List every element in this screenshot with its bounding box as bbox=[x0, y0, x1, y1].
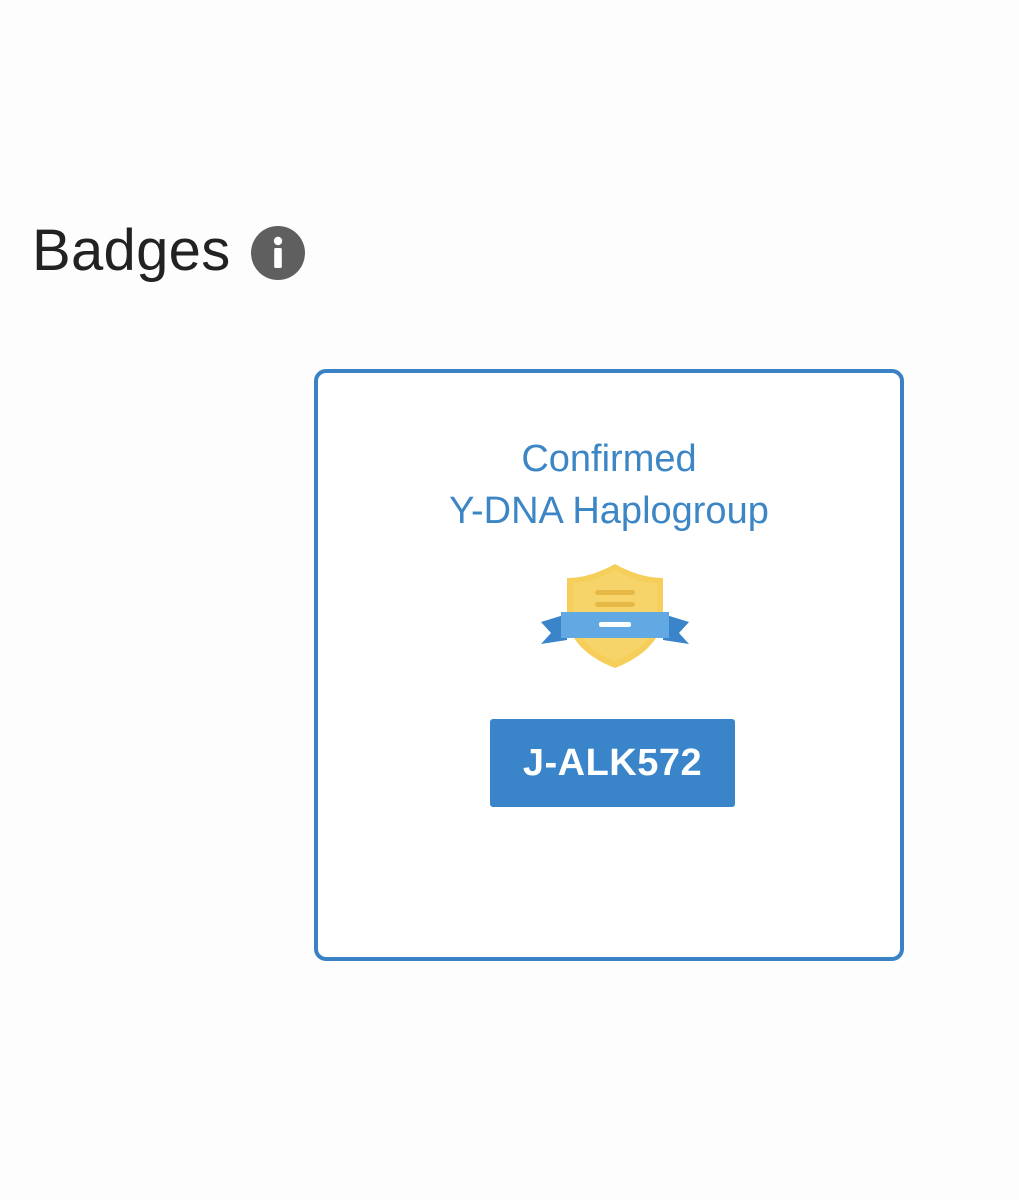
badge-title-line-2: Y-DNA Haplogroup bbox=[449, 490, 769, 532]
shield-ribbon-icon bbox=[537, 560, 693, 672]
badge-title-line-1: Confirmed bbox=[521, 438, 697, 480]
section-title: Badges bbox=[32, 218, 231, 283]
info-icon[interactable] bbox=[250, 226, 305, 280]
haplogroup-button[interactable]: J-ALK572 bbox=[490, 719, 735, 807]
badges-header: Badges bbox=[32, 222, 305, 280]
badge-title: Confirmed Y-DNA Haplogroup bbox=[318, 433, 900, 537]
haplogroup-badge-card[interactable]: Confirmed Y-DNA Haplogroup J-ALK572 bbox=[314, 369, 904, 961]
